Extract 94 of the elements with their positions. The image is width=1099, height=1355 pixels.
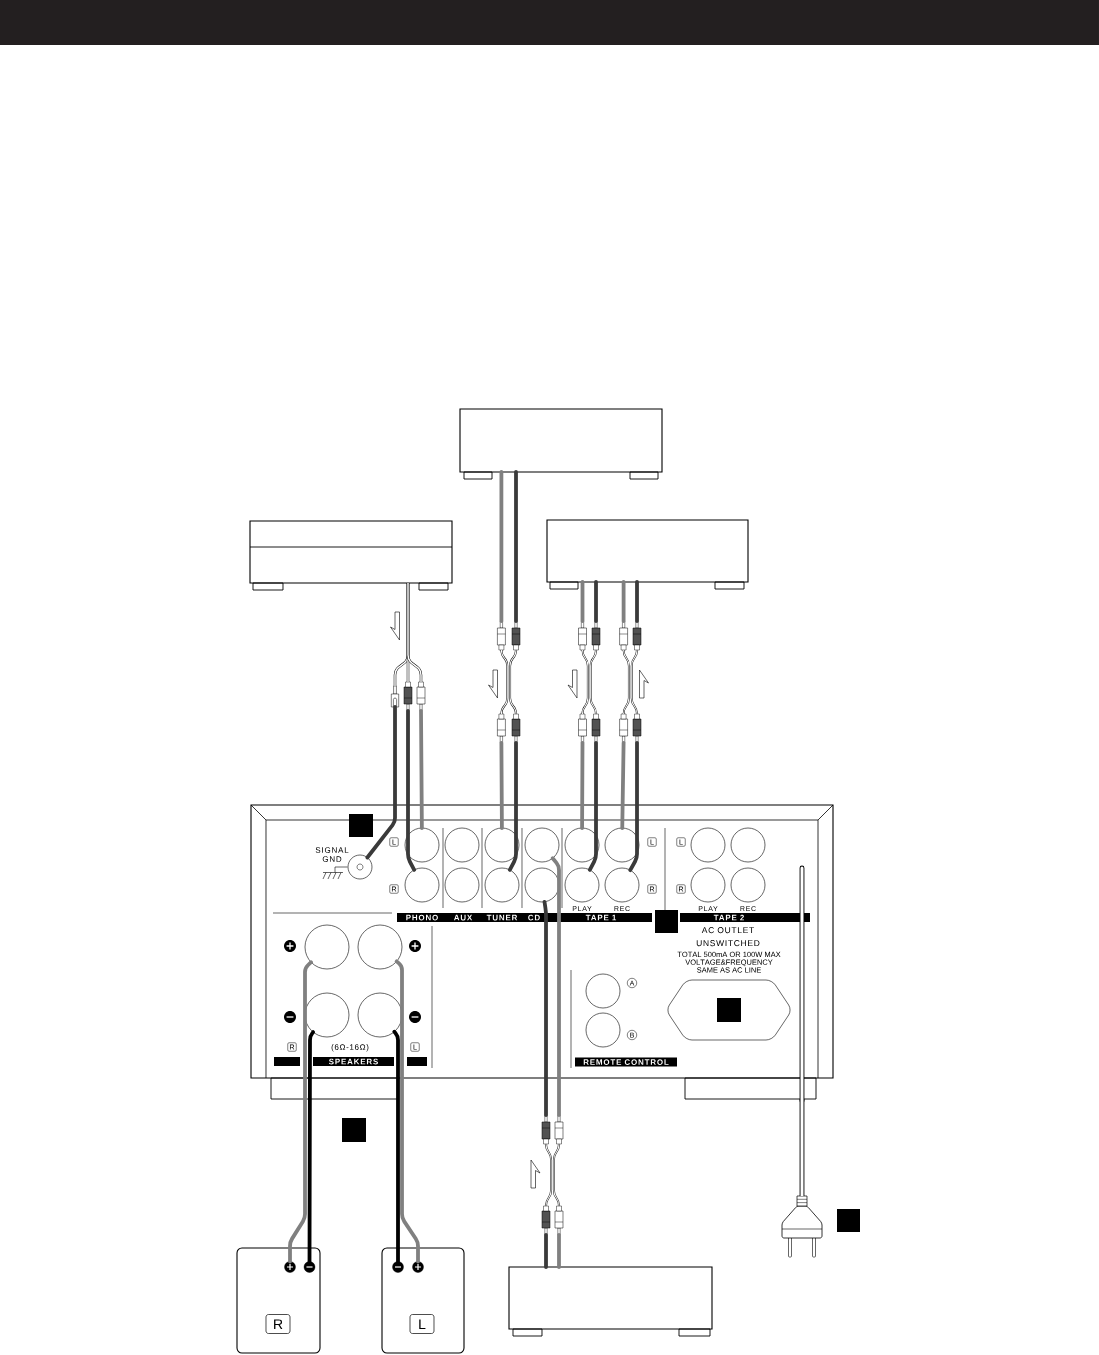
panel-label: UNSWITCHED [696,940,760,947]
rca-plug [554,1114,564,1145]
speaker-terminal [357,992,403,1038]
cable [628,741,639,873]
cable [544,1233,548,1269]
speaker-terminal [392,1261,404,1273]
cable [580,580,585,623]
jack-socket [690,867,726,903]
cable [552,1143,560,1207]
ground-terminal [347,854,373,880]
cable [589,649,597,715]
panel-label: (6Ω-16Ω) [331,1044,369,1052]
speaker-terminal [304,924,350,970]
rca-plug [511,713,521,744]
jack-socket [484,867,520,903]
cable [499,470,504,623]
cable [509,649,517,715]
rca-plug [591,620,601,651]
cable [542,899,548,1117]
cable [288,960,313,1264]
cable [507,741,518,872]
jack-socket [564,867,600,903]
panel-label: REMOTE CONTROL [575,1057,677,1067]
rca-plug [619,713,628,744]
jack-socket [585,973,621,1009]
rca-plug [497,620,506,651]
rca-plug [416,681,426,712]
speaker-terminal [304,992,350,1038]
panel-label: SIGNAL GND [315,847,349,862]
cable [514,470,518,623]
device-box [508,1266,713,1337]
jack-socket [604,827,640,863]
rca-plug [541,1205,551,1236]
panel-label: CD [528,914,540,921]
speaker-terminal [357,924,403,970]
jack-socket [564,827,600,863]
cable [622,649,630,715]
jack-socket [484,827,520,863]
jack-socket [404,867,440,903]
speaker-terminal [284,1261,296,1273]
panel-label: PHONO [406,914,438,921]
speaker-box: R [236,1247,321,1354]
jack-socket [404,827,440,863]
cable [499,741,504,830]
cable [406,709,417,872]
cable [406,582,423,683]
device-box [249,520,453,591]
cable [635,580,639,623]
jack-socket [524,827,560,863]
rca-plug [541,1114,551,1145]
power-plug [781,1195,823,1258]
cable [419,709,424,830]
panel-label: SPEAKERS [313,1057,394,1066]
panel-label: AUX [453,914,473,921]
jack-socket [604,867,640,903]
speaker-box: L [381,1247,465,1354]
panel-label: TAPE 2 [713,914,744,921]
speaker-terminal [412,1261,424,1273]
device-box [546,519,749,590]
rca-plug [632,620,642,651]
cable [580,741,585,830]
spade-plug [391,685,399,708]
rca-plug [554,1205,564,1236]
jack-socket [730,827,766,863]
cable [557,1233,561,1269]
rca-plug [578,713,587,744]
rca-plug [632,713,642,744]
jack-socket [730,867,766,903]
cable [394,959,420,1264]
jack-socket [444,867,480,903]
rca-plug [578,620,587,651]
panel-label: TUNER [486,914,518,921]
speaker-terminal [303,1261,316,1273]
cable [587,741,598,872]
cable [799,1099,805,1196]
jack-socket [585,1012,621,1048]
cable [365,705,397,860]
device-box [459,408,663,480]
panel-label: AC OUTLET [701,927,755,934]
cable [307,1030,316,1264]
cable [392,1029,400,1264]
cable [594,580,598,623]
rca-plug [497,713,506,744]
jack-socket [444,827,480,863]
cable [621,580,626,623]
rca-plug [619,620,628,651]
panel-label: TAPE 1 [585,914,617,921]
cable [550,856,561,1117]
rca-plug [591,713,601,744]
cable [620,741,626,830]
rca-plug [511,620,521,651]
jack-socket [690,827,726,863]
rca-plug [403,681,413,712]
jack-socket [524,867,560,903]
